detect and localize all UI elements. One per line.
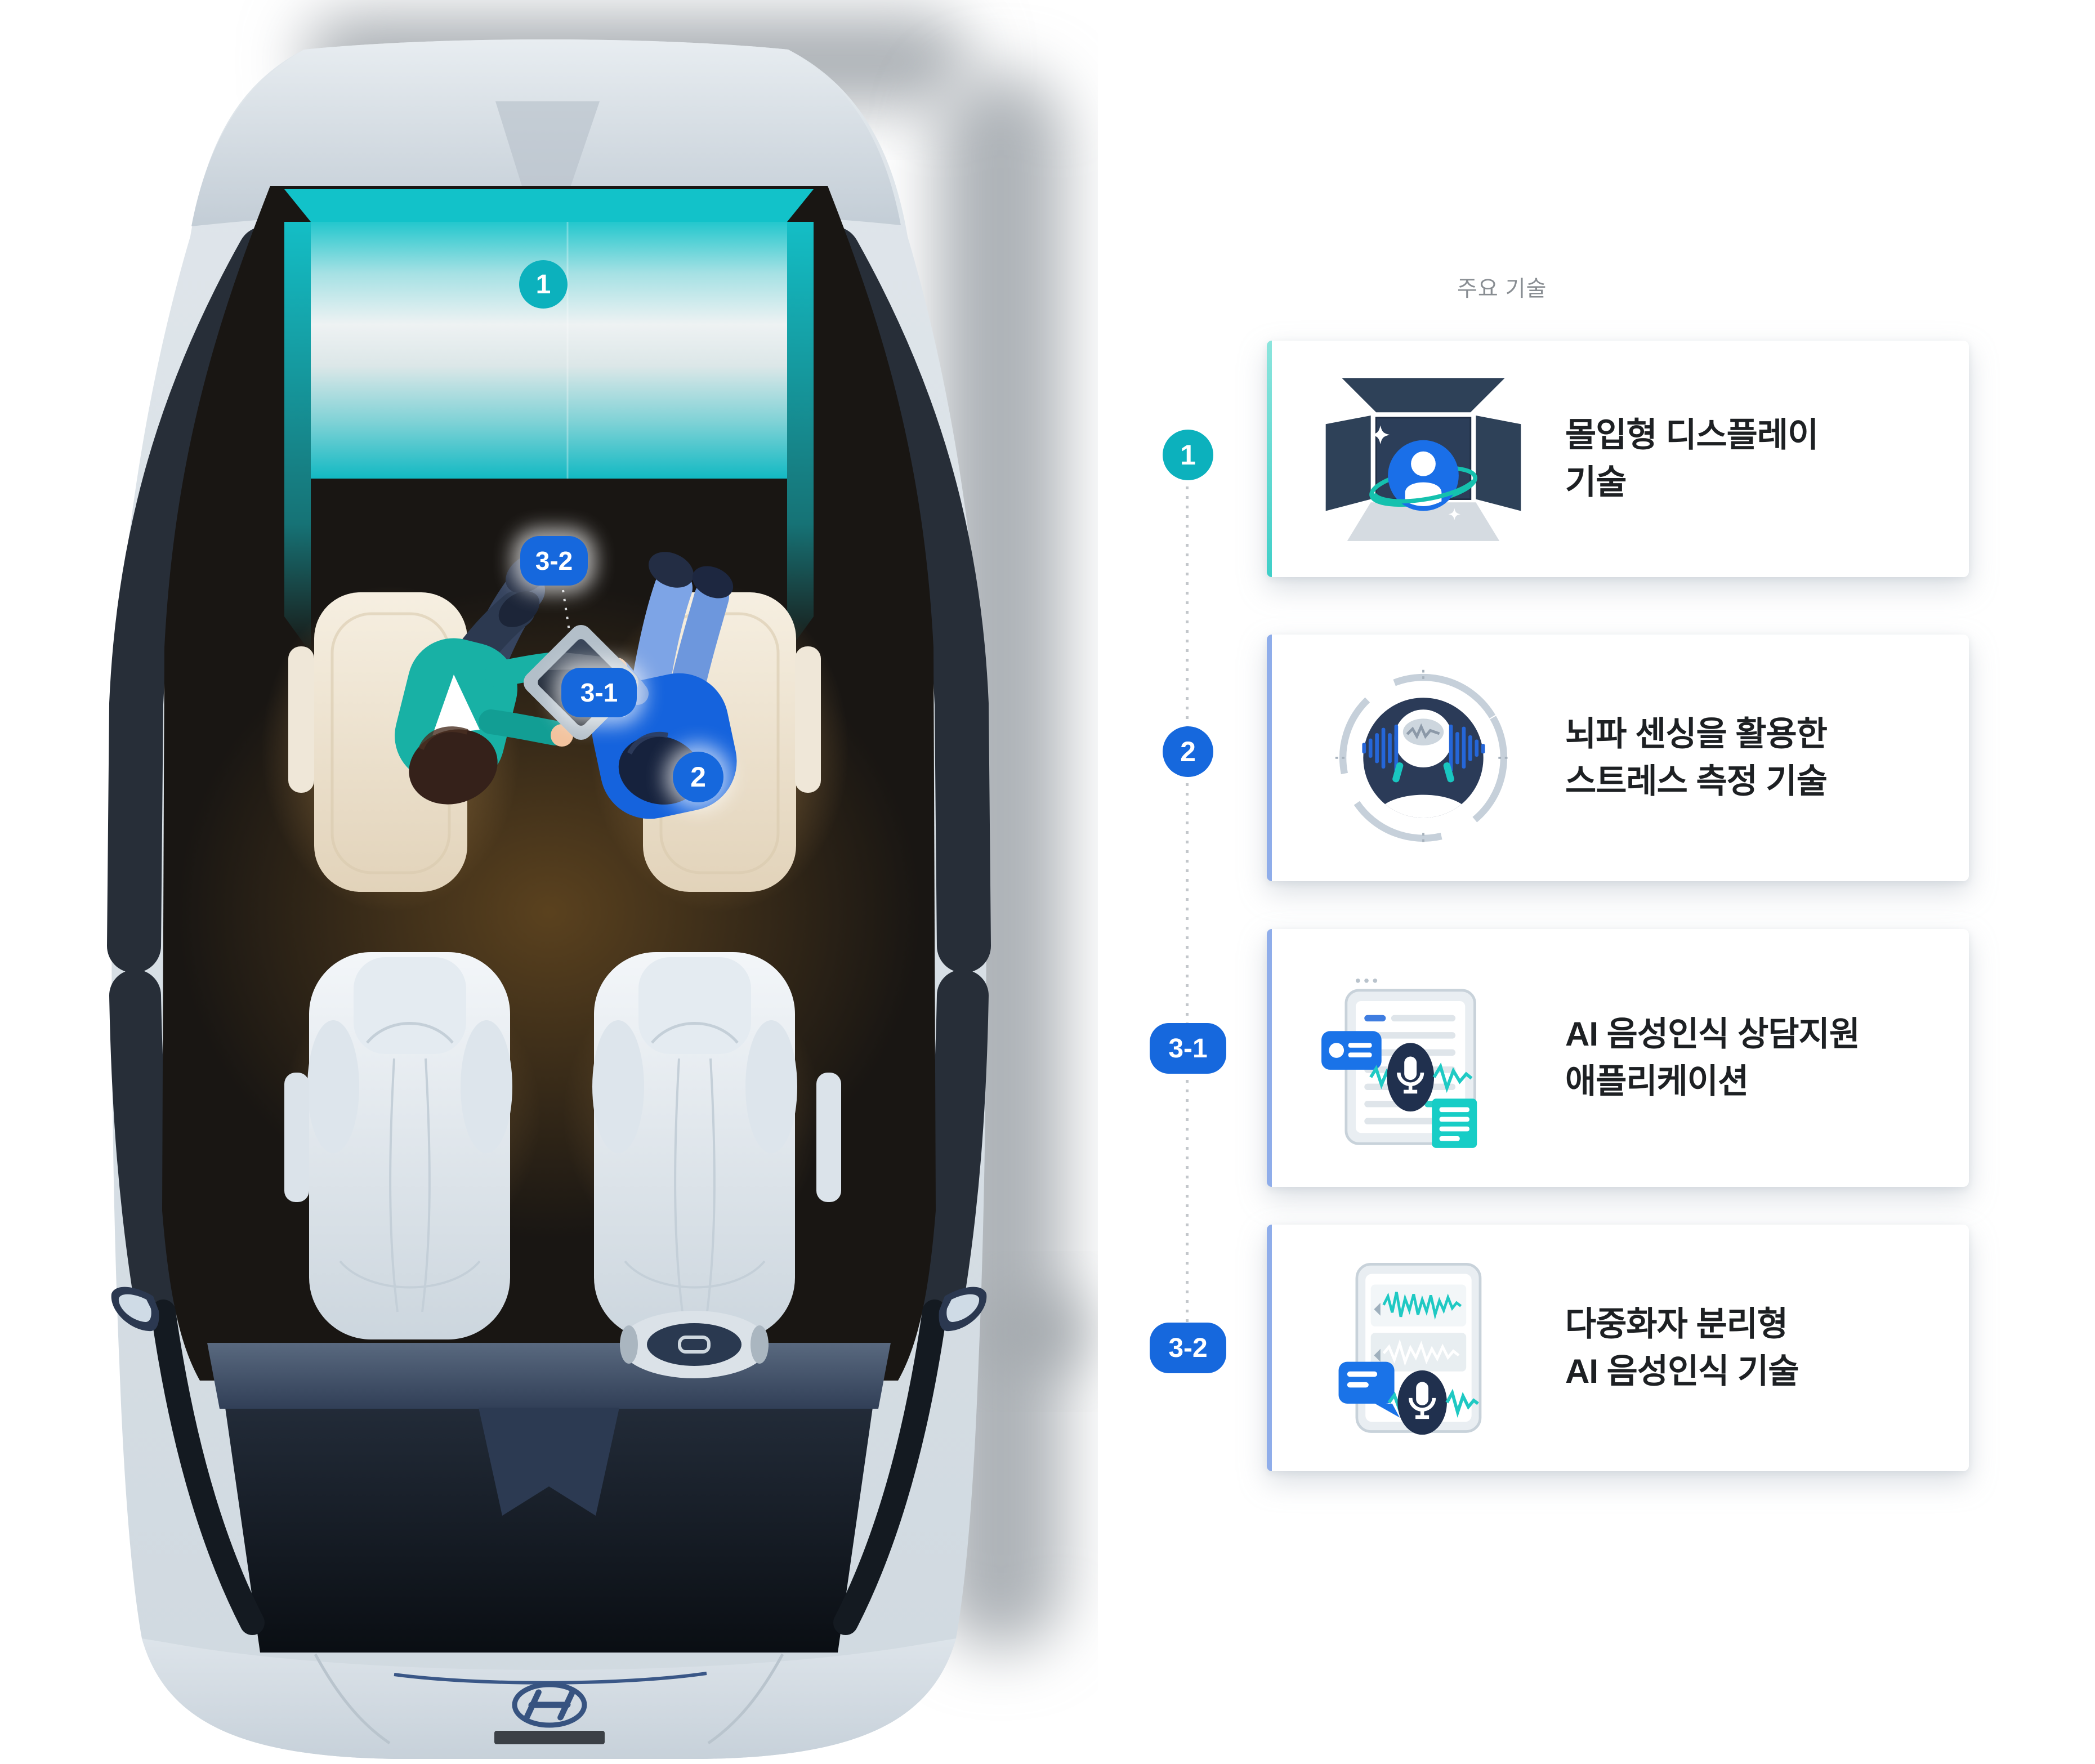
front-seats (284, 952, 841, 1339)
hood (142, 1638, 956, 1759)
car-callout-3-2: 3-2 (520, 536, 588, 586)
passenger-left (395, 553, 573, 805)
immersive-display-icon (1311, 370, 1536, 547)
panel-title: 주요 기술 (1457, 277, 1547, 301)
brainwave-sensing-icon (1311, 667, 1536, 849)
timeline-badge-1: 1 (1163, 430, 1213, 480)
transcript-doc-icon (1432, 1098, 1477, 1148)
ai-voice-counseling-app-icon (1311, 967, 1536, 1149)
timeline-dotted-line (1186, 467, 1189, 1346)
car-callout-1: 1 (519, 260, 568, 309)
timeline-badge-3-1: 3-1 (1150, 1023, 1226, 1074)
side-mirror-left (111, 1287, 159, 1332)
chat-bubble-icon (1321, 1031, 1382, 1070)
vehicle-topview-illustration (107, 16, 1087, 1759)
timeline-badge-2: 2 (1163, 726, 1213, 777)
steering-wheel (620, 1311, 769, 1378)
front-sensor-bar (494, 1731, 605, 1744)
multi-speaker-separation-icon (1311, 1257, 1536, 1439)
rear-roof-notch (495, 101, 600, 200)
hyundai-logo (512, 1682, 587, 1728)
car-callout-3-1: 3-1 (561, 668, 637, 717)
timeline-badge-3-2: 3-2 (1150, 1323, 1226, 1373)
car-callout-2: 2 (673, 752, 723, 802)
side-mirror-right (939, 1287, 987, 1332)
windshield (225, 1408, 873, 1653)
